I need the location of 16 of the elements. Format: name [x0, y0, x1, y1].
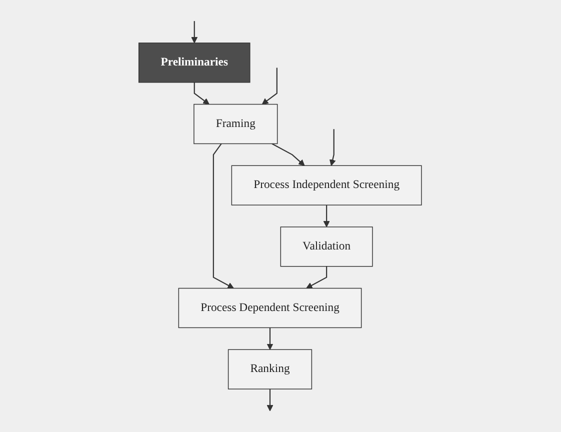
arrow — [194, 82, 210, 105]
node-box: Preliminaries — [138, 42, 251, 83]
arrow — [267, 389, 274, 412]
node-box: Process Dependent Screening — [178, 288, 362, 328]
node-box: Validation — [280, 226, 374, 267]
arrow — [213, 143, 234, 289]
arrow — [330, 129, 336, 166]
node-box: Process Independent Screening — [232, 165, 422, 206]
arrow — [272, 143, 306, 166]
arrow — [192, 21, 198, 44]
arrow — [306, 266, 328, 289]
arrow — [267, 328, 274, 350]
arrow — [324, 205, 330, 228]
node-box: Framing — [194, 104, 278, 144]
arrow — [262, 68, 278, 105]
node-box: Ranking — [228, 349, 312, 390]
